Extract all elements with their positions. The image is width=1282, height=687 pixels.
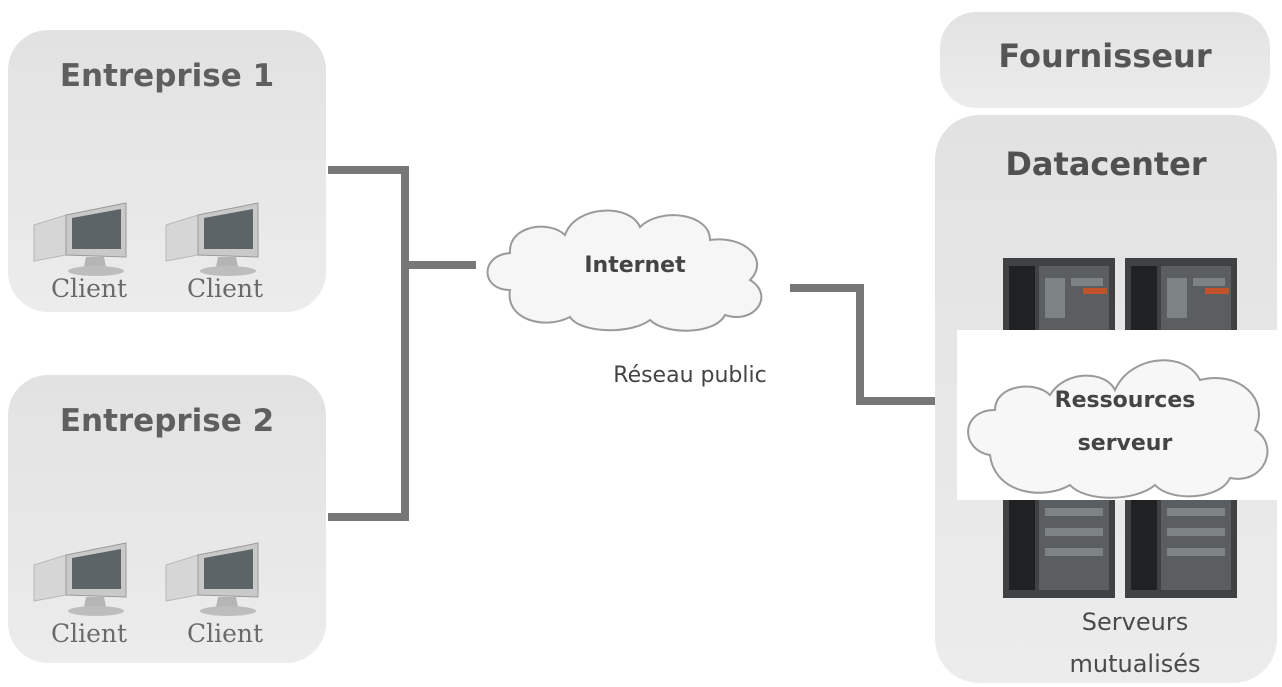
- wire-enterprise-1: [328, 166, 409, 265]
- resources-cloud: [967, 359, 1269, 499]
- computer-monitor-icon: [33, 542, 127, 616]
- resources-label-line1: Ressources: [1054, 388, 1196, 413]
- provider-box: Fournisseur: [940, 12, 1270, 108]
- internet-caption: Réseau public: [613, 363, 767, 388]
- computer-monitor-icon: [33, 202, 127, 276]
- servers-label-line1: Serveurs: [1081, 608, 1189, 636]
- computer-monitor-icon: [165, 202, 259, 276]
- datacenter-title: Datacenter: [1005, 145, 1207, 183]
- resources-label-line2: serveur: [1077, 431, 1173, 456]
- servers-label-line2: mutualisés: [1069, 650, 1201, 678]
- wire-enterprise-2: [328, 265, 409, 521]
- internet-label: Internet: [584, 253, 686, 278]
- computer-monitor-icon: [165, 542, 259, 616]
- client-label: Client: [186, 619, 264, 648]
- client-label: Client: [186, 274, 264, 303]
- enterprise-1-box: Entreprise 1 Client Client: [8, 30, 326, 312]
- wire-to-datacenter: [790, 284, 940, 405]
- enterprise-2-box: Entreprise 2 Client Client: [8, 375, 326, 663]
- internet-cloud: [486, 209, 763, 332]
- client-label: Client: [50, 619, 128, 648]
- provider-title: Fournisseur: [998, 37, 1212, 75]
- client-label: Client: [50, 274, 128, 303]
- enterprise-2-title: Entreprise 2: [59, 403, 275, 439]
- enterprise-1-title: Entreprise 1: [59, 58, 275, 94]
